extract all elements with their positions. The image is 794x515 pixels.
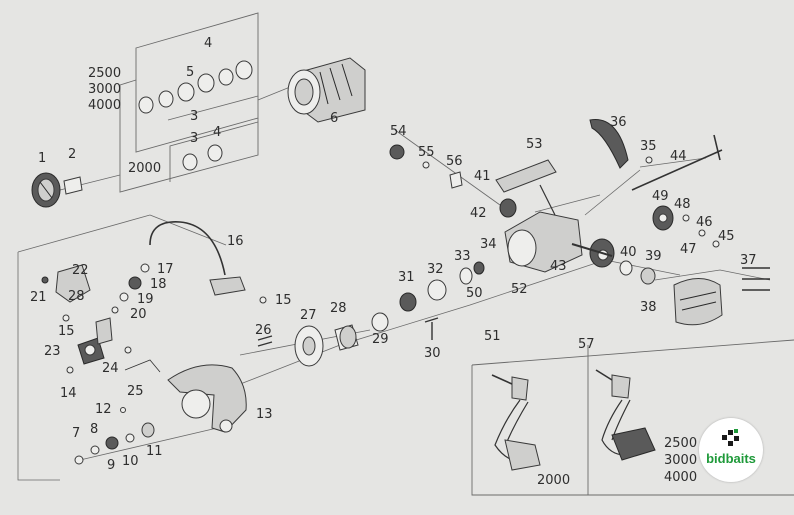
part-16-bail-wire (149, 221, 246, 296)
part-label-28b: 28 (330, 301, 347, 316)
part-label-31: 31 (398, 270, 415, 285)
size-label-2000-handle: 2000 (537, 473, 570, 488)
part-label-21: 21 (30, 290, 47, 305)
part-label-37: 37 (740, 253, 757, 268)
spool-washers-3-4-5 (138, 60, 253, 171)
size-label-3000-top: 3000 (88, 82, 121, 97)
bidbaits-logo-text: bidbaits (706, 451, 756, 466)
size-label-4000-top: 4000 (88, 98, 121, 113)
part-label-11: 11 (146, 444, 163, 459)
part-label-17: 17 (157, 262, 174, 277)
size-label-3000-handle: 3000 (664, 453, 697, 468)
part-label-4b: 4 (213, 125, 221, 140)
part-label-35: 35 (640, 139, 657, 154)
part-label-4a: 4 (204, 36, 212, 51)
part-label-8: 8 (90, 422, 98, 437)
part-label-38: 38 (640, 300, 657, 315)
gears-and-rotor-right (571, 205, 720, 285)
part-1-drag-knob (31, 172, 61, 208)
part-label-24: 24 (102, 361, 119, 376)
part-label-40: 40 (620, 245, 637, 260)
part-label-46: 46 (696, 215, 713, 230)
part-label-28a: 28 (68, 289, 85, 304)
size-label-2000-spool: 2000 (128, 161, 161, 176)
body-53 (495, 159, 583, 273)
part-label-22: 22 (72, 263, 89, 278)
part-label-6: 6 (330, 111, 338, 126)
part-label-14: 14 (60, 386, 77, 401)
part-label-56: 56 (446, 154, 463, 169)
part-label-18: 18 (150, 277, 167, 292)
bidbaits-logo-icon (722, 429, 739, 446)
part-label-26: 26 (255, 323, 272, 338)
part-label-12: 12 (95, 402, 112, 417)
part-label-48: 48 (674, 197, 691, 212)
part-label-10: 10 (122, 454, 139, 469)
part-label-44: 44 (670, 149, 687, 164)
part-label-51: 51 (484, 329, 501, 344)
part-label-3a: 3 (190, 109, 198, 124)
part-label-36: 36 (610, 115, 627, 130)
part-label-49: 49 (652, 189, 669, 204)
bidbaits-logo[interactable]: bidbaits (699, 418, 763, 482)
part-label-20: 20 (130, 307, 147, 322)
handle-2500-4000 (595, 369, 656, 461)
part-number-labels: 1 2 4 5 3 3 4 6 16 17 18 19 20 15 22 21 … (30, 36, 757, 473)
part-label-19: 19 (137, 292, 154, 307)
part-label-16: 16 (227, 234, 244, 249)
part-label-1: 1 (38, 151, 46, 166)
handle-2000 (491, 374, 541, 471)
part-label-39: 39 (645, 249, 662, 264)
part-label-15a: 15 (58, 324, 75, 339)
part-label-29: 29 (372, 332, 389, 347)
bail-hardware-7-11 (74, 407, 155, 465)
size-labels: 2500 3000 4000 2000 2000 2500 3000 4000 (88, 66, 697, 488)
part-label-45: 45 (718, 229, 735, 244)
rotor-parts-27-29 (294, 261, 485, 367)
size-label-2500-top: 2500 (88, 66, 121, 81)
part-label-23: 23 (44, 344, 61, 359)
size-label-2500-handle: 2500 (664, 436, 697, 451)
top-right-parts (389, 119, 723, 218)
part-label-50: 50 (466, 286, 483, 301)
part-label-42: 42 (470, 206, 487, 221)
part-label-27: 27 (300, 308, 317, 323)
part-label-57: 57 (578, 337, 595, 352)
part-label-30: 30 (424, 346, 441, 361)
spool-washer-size-box (119, 12, 259, 193)
part-label-53: 53 (526, 137, 543, 152)
part-label-32: 32 (427, 262, 444, 277)
part-label-15b: 15 (275, 293, 292, 308)
part-label-7: 7 (72, 426, 80, 441)
part-label-5: 5 (186, 65, 194, 80)
part-label-34: 34 (480, 237, 497, 252)
part-6-spool (287, 57, 366, 123)
part-label-52: 52 (511, 282, 528, 297)
part-label-55: 55 (418, 145, 435, 160)
part-label-47: 47 (680, 242, 697, 257)
rotor-cover-38 (673, 267, 770, 326)
size-label-4000-handle: 4000 (664, 470, 697, 485)
part-label-25: 25 (127, 384, 144, 399)
part-label-2: 2 (68, 147, 76, 162)
part-label-54: 54 (390, 124, 407, 139)
part-13-bail-arm (167, 364, 247, 433)
part-label-9: 9 (107, 458, 115, 473)
part-2-drag-washer (63, 176, 83, 195)
part-label-33: 33 (454, 249, 471, 264)
part-label-13: 13 (256, 407, 273, 422)
handle-box (471, 339, 794, 496)
part-label-41: 41 (474, 169, 491, 184)
part-label-3b: 3 (190, 131, 198, 146)
part-label-43: 43 (550, 259, 567, 274)
small-hardware-left (41, 263, 273, 374)
